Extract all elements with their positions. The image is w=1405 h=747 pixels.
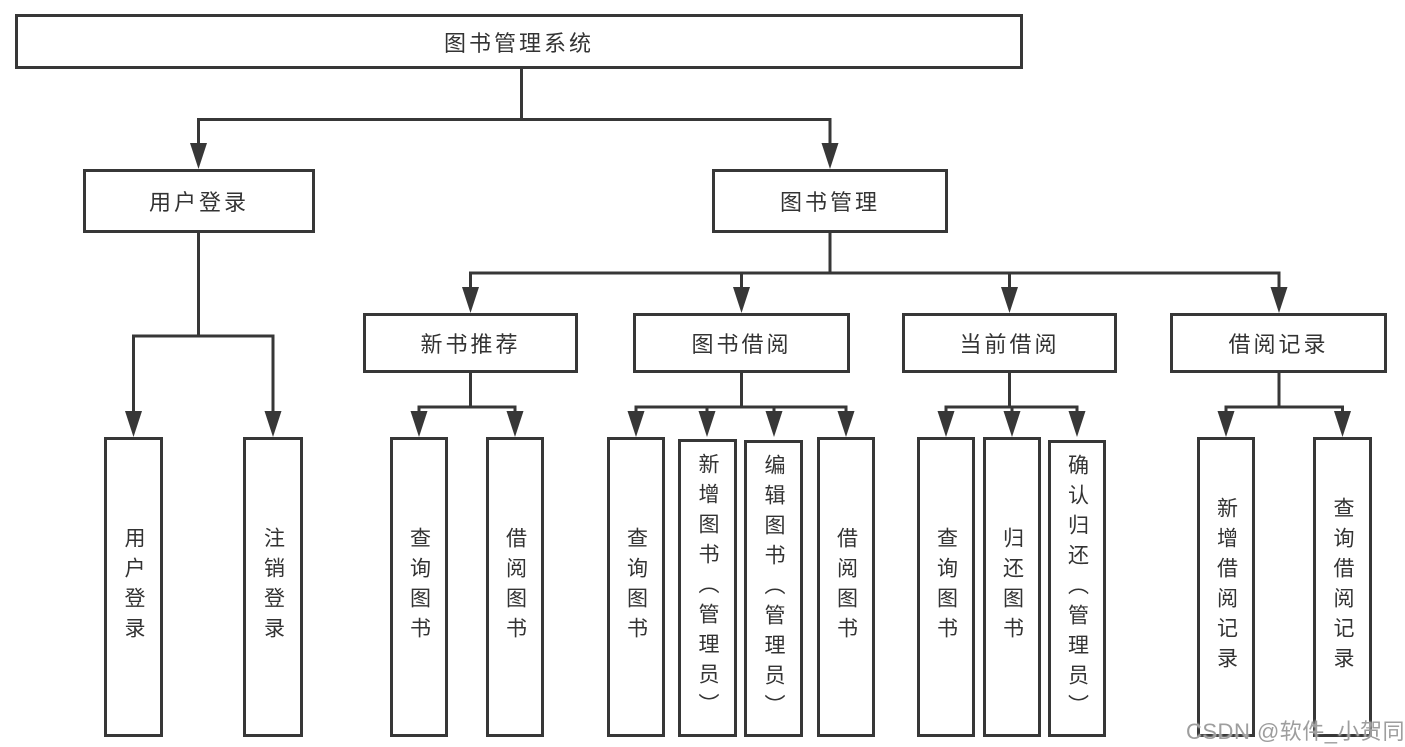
arrow-down-icon [837, 411, 855, 437]
leaf-user-login: 用户登录 [104, 437, 163, 737]
node-library-system: 图书管理系统 [15, 14, 1023, 69]
arrow-down-icon [190, 143, 207, 169]
node-user-login: 用户登录 [83, 169, 315, 233]
arrow-down-icon [765, 411, 783, 437]
arrow-down-icon [506, 411, 524, 437]
watermark: CSDN @软件_小贺同学 [1186, 719, 1405, 744]
leaf-add-books-admin: 新增图书（管理员） [678, 439, 737, 737]
arrow-down-icon [698, 411, 716, 437]
arrow-down-icon [125, 411, 142, 437]
node-current-borrow: 当前借阅 [902, 313, 1117, 373]
leaf-confirm-return-admin: 确认归还（管理员） [1048, 440, 1106, 737]
leaf-edit-books-admin: 编辑图书（管理员） [744, 440, 803, 737]
arrow-down-icon [821, 143, 839, 169]
leaf-query-books-current: 查询图书 [917, 437, 975, 737]
arrow-down-icon [1068, 411, 1086, 437]
arrow-down-icon [410, 411, 428, 437]
leaf-logout: 注销登录 [243, 437, 303, 737]
arrow-down-icon [627, 411, 645, 437]
node-new-book-recommend: 新书推荐 [363, 313, 578, 373]
node-book-management: 图书管理 [712, 169, 948, 233]
arrow-down-icon [1003, 411, 1021, 437]
arrow-down-icon [937, 411, 955, 437]
arrow-down-icon [733, 287, 750, 313]
arrow-down-icon [264, 411, 282, 437]
arrow-down-icon [1001, 287, 1018, 313]
leaf-borrow-books-borrow: 借阅图书 [817, 437, 875, 737]
leaf-query-books-recommend: 查询图书 [390, 437, 448, 737]
node-book-borrow: 图书借阅 [633, 313, 850, 373]
leaf-query-books-borrow: 查询图书 [607, 437, 665, 737]
leaf-return-books: 归还图书 [983, 437, 1041, 737]
arrow-down-icon [1270, 287, 1288, 313]
leaf-add-borrow-record: 新增借阅记录 [1197, 437, 1255, 737]
arrow-down-icon [1217, 411, 1235, 437]
node-borrow-records: 借阅记录 [1170, 313, 1387, 373]
leaf-borrow-books-recommend: 借阅图书 [486, 437, 544, 737]
leaf-query-borrow-record: 查询借阅记录 [1313, 437, 1372, 737]
arrow-down-icon [462, 287, 479, 313]
arrow-down-icon [1334, 411, 1351, 437]
